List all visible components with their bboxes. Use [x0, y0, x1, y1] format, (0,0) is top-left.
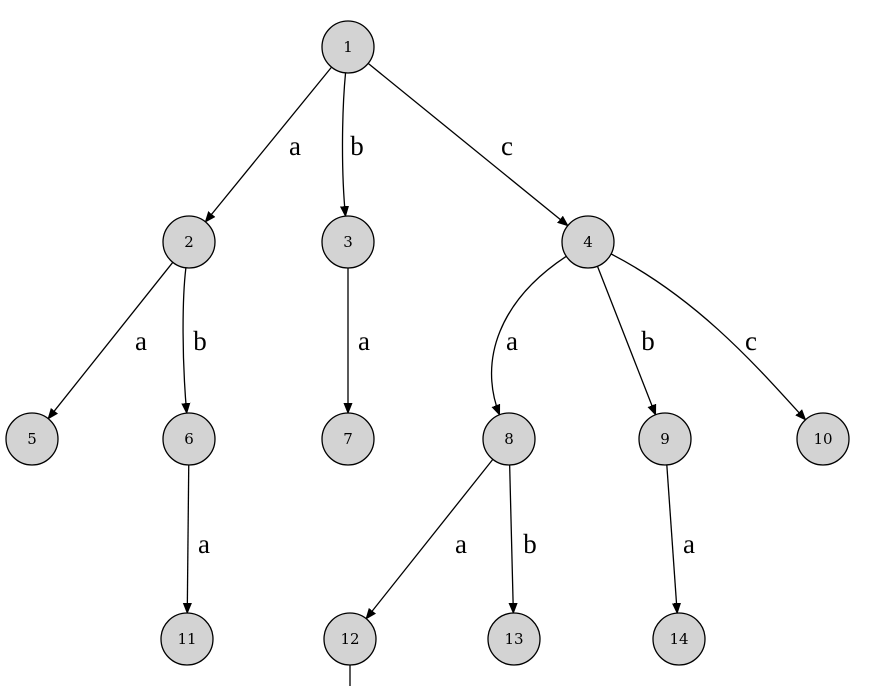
node-12: 12	[323, 612, 377, 666]
edge-1-4	[367, 62, 568, 225]
edge-line-4-10	[610, 253, 805, 420]
edge-label-6-11: a	[198, 529, 210, 559]
node-6: 6	[162, 412, 216, 466]
node-circle-4	[561, 215, 615, 269]
node-circle-2	[162, 215, 216, 269]
edge-label-4-8: a	[506, 326, 518, 356]
node-label-11: 11	[177, 630, 196, 648]
node-10: 10	[796, 412, 850, 466]
edge-label-2-6: b	[193, 326, 207, 356]
node-label-1: 1	[343, 38, 353, 56]
edge-4-8	[490, 255, 567, 414]
edge-line-1-3	[342, 72, 345, 216]
node-circle-14	[652, 612, 706, 666]
node-13: 13	[487, 612, 541, 666]
edge-line-1-4	[367, 62, 568, 225]
edge-1-3	[342, 72, 345, 216]
node-circle-6	[162, 412, 216, 466]
edge-line-8-12	[366, 458, 494, 618]
node-4: 4	[561, 215, 615, 269]
edge-line-9-14	[666, 464, 677, 613]
edge-line-4-9	[596, 265, 657, 415]
node-7: 7	[321, 412, 375, 466]
edge-9-14	[666, 464, 677, 613]
node-1: 1	[321, 20, 375, 74]
node-circle-1	[321, 20, 375, 74]
edge-label-3-7: a	[358, 326, 370, 356]
edge-label-4-10: c	[745, 326, 757, 356]
node-circle-12	[323, 612, 377, 666]
node-9: 9	[638, 412, 692, 466]
node-8: 8	[482, 412, 536, 466]
edge-8-13	[510, 464, 514, 613]
edge-label-4-9: b	[641, 326, 655, 356]
node-circle-8	[482, 412, 536, 466]
node-label-4: 4	[583, 233, 593, 251]
node-label-2: 2	[184, 233, 194, 251]
node-label-7: 7	[343, 430, 353, 448]
node-14: 14	[652, 612, 706, 666]
node-3: 3	[321, 215, 375, 269]
node-label-5: 5	[27, 430, 37, 448]
node-label-6: 6	[184, 430, 194, 448]
edge-line-8-13	[510, 464, 514, 613]
edge-label-1-3: b	[350, 131, 364, 161]
edge-label-8-13: b	[523, 529, 537, 559]
node-2: 2	[162, 215, 216, 269]
node-label-13: 13	[504, 630, 523, 648]
node-circle-3	[321, 215, 375, 269]
node-label-8: 8	[504, 430, 514, 448]
edge-6-11	[187, 464, 188, 613]
node-circle-10	[796, 412, 850, 466]
edges-layer	[48, 62, 805, 686]
edge-line-4-8	[490, 255, 567, 414]
edge-label-1-4: c	[501, 131, 513, 161]
edge-label-9-14: a	[683, 529, 695, 559]
edge-2-6	[183, 267, 187, 413]
edge-4-10	[610, 253, 805, 420]
node-circle-5	[5, 412, 59, 466]
edge-labels-layer: a b c a b a a b c a a b a	[135, 131, 757, 559]
node-label-14: 14	[669, 630, 688, 648]
node-11: 11	[160, 612, 214, 666]
edge-line-2-6	[183, 267, 187, 413]
edge-2-5	[48, 261, 174, 418]
node-label-10: 10	[813, 430, 832, 448]
edge-line-2-5	[48, 261, 174, 418]
edge-label-2-5: a	[135, 326, 147, 356]
edge-4-9	[596, 265, 657, 415]
edge-line-6-11	[187, 464, 188, 613]
node-circle-13	[487, 612, 541, 666]
node-5: 5	[5, 412, 59, 466]
node-circle-11	[160, 612, 214, 666]
node-circle-7	[321, 412, 375, 466]
node-circle-9	[638, 412, 692, 466]
edge-line-1-2	[205, 66, 333, 222]
node-label-12: 12	[340, 630, 359, 648]
node-label-3: 3	[343, 233, 353, 251]
node-label-9: 9	[660, 430, 670, 448]
edge-label-8-12: a	[455, 529, 467, 559]
edge-1-2	[205, 66, 333, 222]
edge-8-12	[366, 458, 494, 618]
edge-label-1-2: a	[289, 131, 301, 161]
